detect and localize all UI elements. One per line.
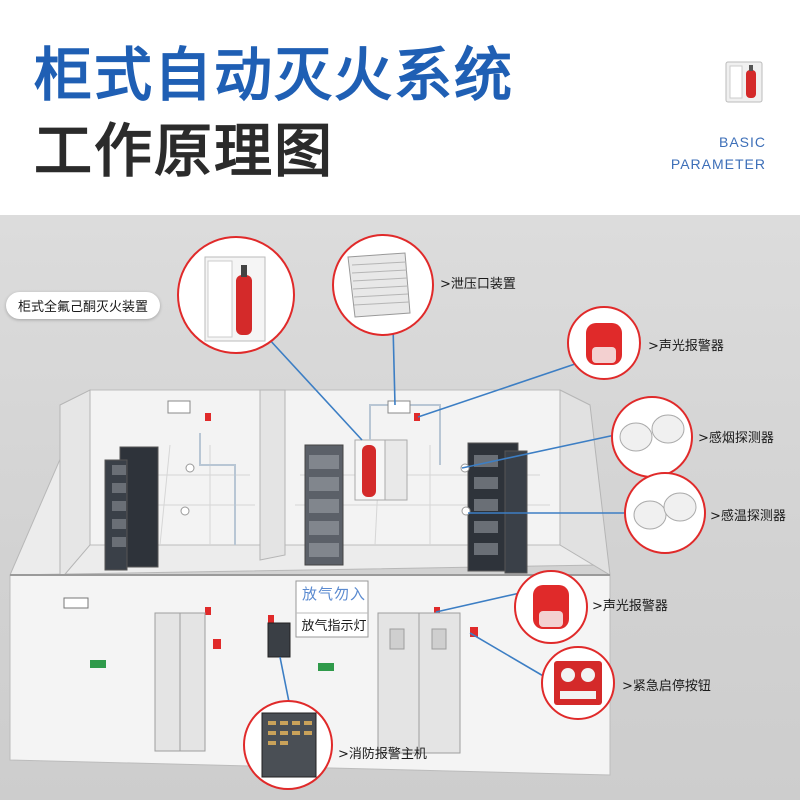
system-diagram: 柜式全氟己酮灭火装置 >泄压口装置 >声光报警器 >感烟探测器 >感温探测器 >…: [0, 215, 800, 800]
right-side-wall: [559, 389, 611, 576]
room-illustration: [9, 234, 706, 790]
heat-detector-callout-circle: [624, 472, 706, 554]
left-rack-units: [112, 465, 126, 547]
control-panel-callout-circle: [243, 700, 333, 790]
release-lamp-label: 放气指示灯: [301, 619, 367, 634]
release-lamp-frame: [295, 580, 369, 638]
alarm-bottom-callout-circle: [514, 570, 588, 644]
callout-alarm-top: >声光报警器: [648, 339, 724, 354]
cabinet-callout-circle: [177, 236, 295, 354]
left-door: [154, 612, 206, 752]
callout-pressure-relief: >泄压口装置: [440, 277, 516, 292]
control-panel-on-wall: [267, 622, 291, 658]
right-door: [377, 612, 461, 754]
release-lamp-sign: 放气勿入: [301, 585, 366, 603]
partition-wall: [259, 389, 286, 561]
emergency-light: [63, 597, 89, 609]
left-server-racks: [104, 446, 159, 571]
exit-sign-left: [90, 660, 106, 668]
vent-left: [167, 400, 191, 414]
callout-connectors: [255, 324, 628, 708]
extinguisher-cabinet-icon: [725, 61, 763, 103]
exit-sign-right: [318, 663, 334, 671]
alarm-top-callout-circle: [567, 306, 641, 380]
callout-alarm-bottom: >声光报警器: [592, 599, 668, 614]
callout-cabinet-device: 柜式全氟己酮灭火装置: [6, 292, 161, 319]
callout-control-panel: >消防报警主机: [338, 747, 427, 762]
page-subtitle: 工作原理图: [34, 117, 335, 185]
callout-smoke-detector: >感烟探测器: [698, 431, 774, 446]
smoke-detector-callout-circle: [611, 396, 693, 478]
param-label-basic: BASIC: [718, 134, 766, 150]
callout-emergency-button: >紧急启停按钮: [622, 679, 711, 694]
left-side-wall: [59, 389, 91, 582]
param-label-parameter: PARAMETER: [670, 156, 766, 172]
header: 柜式自动灭火系统 工作原理图 BASIC PARAMETER: [0, 0, 800, 215]
extinguisher-cylinder: [362, 445, 376, 497]
pressure-relief-callout-circle: [332, 234, 434, 336]
page-title: 柜式自动灭火系统: [34, 41, 515, 109]
callout-heat-detector: >感温探测器: [710, 509, 786, 524]
ceiling-detectors: [180, 463, 471, 516]
emergency-button-callout-circle: [541, 646, 615, 720]
vent-right: [387, 400, 411, 414]
